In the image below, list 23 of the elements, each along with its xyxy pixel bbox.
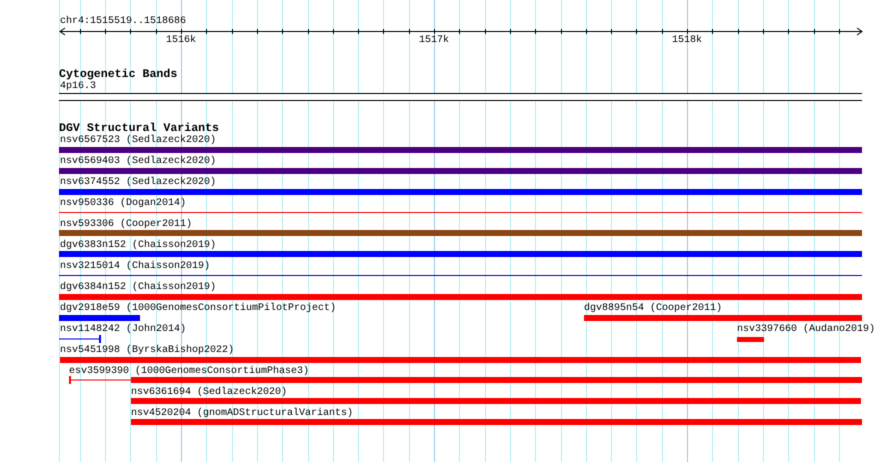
variant-label: nsv6361694 (Sedlazeck2020) [131, 386, 288, 398]
band-label: 4p16.3 [60, 80, 96, 92]
variant-label: esv3599390 (1000GenomesConsortiumPhase3) [69, 366, 310, 376]
variant-label: nsv3397660 (Audano2019) [737, 324, 876, 334]
variant-label: nsv593306 (Cooper2011) [60, 218, 192, 230]
variant-label: nsv6567523 (Sedlazeck2020) [60, 134, 216, 146]
scale-label: 1516k [166, 34, 196, 46]
variant-label: nsv950336 (Dogan2014) [60, 198, 186, 208]
track-title: DGV Structural Variants [59, 122, 220, 134]
variant-label: dgv6384n152 (Chaisson2019) [60, 282, 216, 292]
variant-label: dgv8895n54 (Cooper2011) [584, 302, 722, 314]
track-title: Cytogenetic Bands [59, 68, 178, 80]
locus-label: chr4:1515519..1518686 [60, 16, 186, 26]
variant-label: nsv5451998 (ByrskaBishop2022) [60, 344, 234, 356]
variant-label: nsv3215014 (Chaisson2019) [60, 260, 210, 272]
variant-label: nsv6569403 (Sedlazeck2020) [60, 156, 216, 166]
variant-label: dgv2918e59 (1000GenomesConsortiumPilotProject) [60, 302, 336, 314]
scale-label: 1518k [672, 34, 702, 46]
variant-label: nsv6374552 (Sedlazeck2020) [60, 176, 216, 188]
variant-label: dgv6383n152 (Chaisson2019) [60, 240, 216, 250]
variant-label: nsv4520204 (gnomADStructuralVariants) [131, 408, 354, 418]
variant-label: nsv1148242 (John2014) [60, 324, 186, 334]
scale-label: 1517k [419, 34, 449, 46]
